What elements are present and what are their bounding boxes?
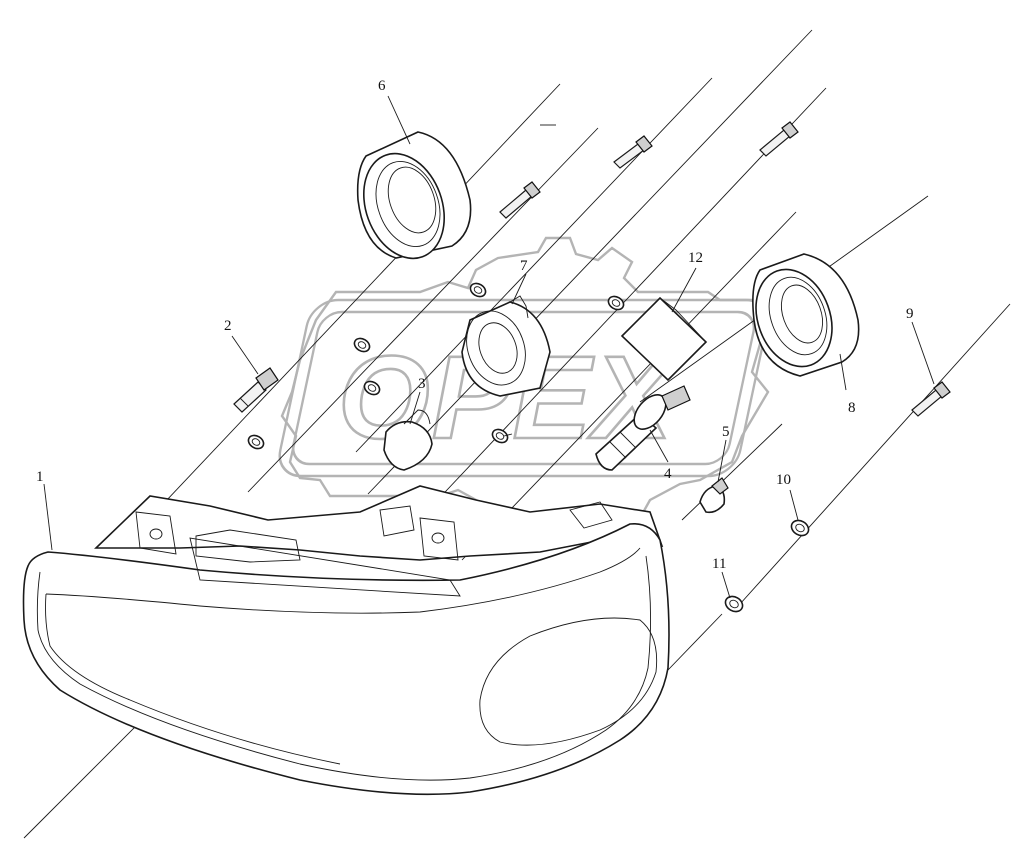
- washers: [247, 282, 625, 450]
- part-6-ring: [356, 131, 472, 260]
- part-2-bulb: [233, 367, 279, 413]
- part-1-headlamp-housing: [22, 485, 670, 796]
- callout-labels: 1 2 3 4 5 6 7 8 9 10 11 12: [36, 78, 914, 572]
- part-7-socket: [461, 295, 551, 397]
- watermark-outer-frame: [278, 298, 769, 478]
- part-3-bulb: [383, 409, 433, 471]
- callout-11: 11: [712, 556, 726, 572]
- part-11-washer: [724, 595, 744, 613]
- callout-7: 7: [520, 258, 528, 274]
- screw-top-right: [759, 121, 799, 157]
- callout-2: 2: [224, 318, 232, 334]
- callout-8: 8: [848, 400, 856, 416]
- callout-4: 4: [664, 466, 672, 482]
- callout-12: 12: [688, 250, 703, 266]
- part-12-bracket: [620, 296, 708, 382]
- part-8-ring: [752, 253, 860, 377]
- screw-top-left: [499, 181, 541, 219]
- watermark-inner-frame: [291, 310, 756, 466]
- callout-10: 10: [776, 472, 791, 488]
- callout-leaders: [43, 95, 935, 599]
- screw-top-middle: [613, 135, 653, 169]
- part-10-washer: [790, 519, 810, 537]
- callout-3: 3: [418, 376, 426, 392]
- callout-9: 9: [906, 306, 914, 322]
- leader-lines: [23, 29, 1011, 839]
- part-9-screw: [911, 381, 951, 417]
- part-5-bulb: [699, 477, 729, 514]
- callout-5: 5: [722, 424, 730, 440]
- callout-1: 1: [36, 469, 44, 485]
- part-4-halogen-bulb: [595, 385, 691, 471]
- callout-6: 6: [378, 78, 386, 94]
